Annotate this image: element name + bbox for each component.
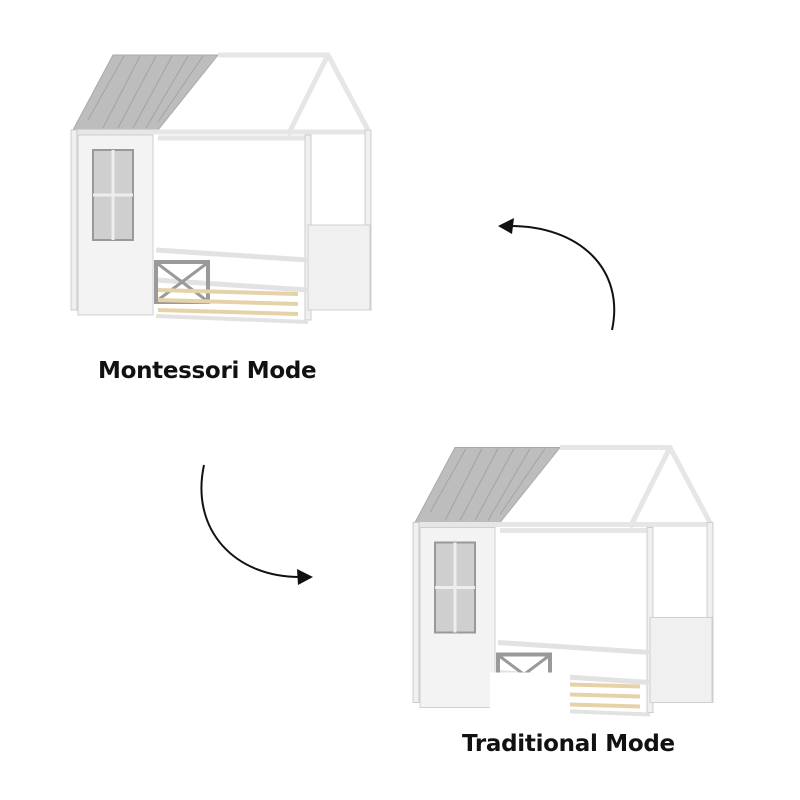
- traditional-mode-label: Traditional Mode: [462, 731, 675, 757]
- montessori-mode-label: Montessori Mode: [98, 358, 317, 384]
- arrow-to-montessori-icon: [498, 218, 616, 331]
- traditional-bed-image: [410, 440, 720, 718]
- underbed-opening: [490, 672, 570, 718]
- arrow-to-traditional-icon: [200, 464, 313, 585]
